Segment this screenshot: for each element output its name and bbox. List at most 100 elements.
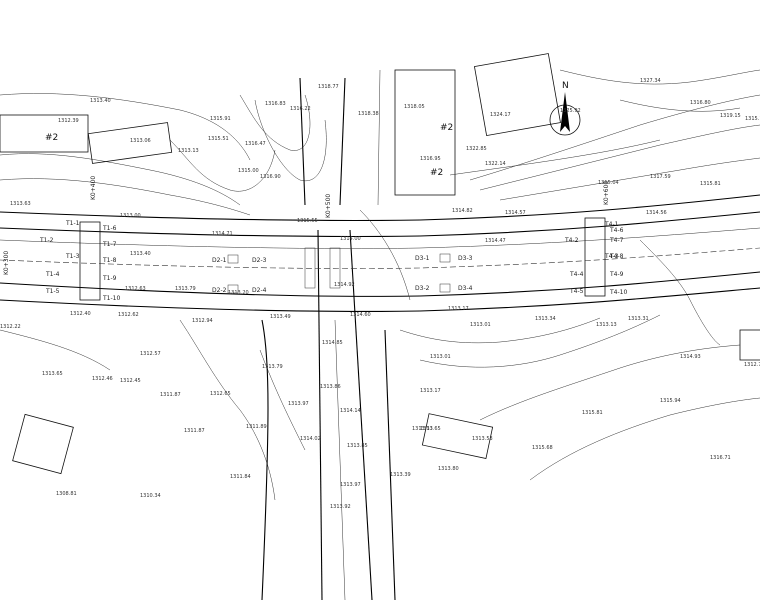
spot-elevation: 1313.20 bbox=[228, 290, 249, 296]
spot-elevation: 1313.39 bbox=[390, 472, 411, 478]
spot-elevation: 1315.00 bbox=[238, 168, 259, 174]
spot-elevation: 1318.77 bbox=[318, 84, 339, 90]
pier-label: D2-3 bbox=[252, 257, 267, 264]
spot-elevation: 1315.81 bbox=[582, 410, 603, 416]
spot-elevation: 1312.22 bbox=[0, 324, 21, 330]
buildings: #2 #2 #2 bbox=[0, 53, 760, 475]
spot-elevation: 1314.57 bbox=[505, 210, 526, 216]
spot-elevation: 1313.31 bbox=[628, 316, 649, 322]
pier-label: T4-6 bbox=[609, 227, 624, 234]
spot-elevation: 1313.17 bbox=[420, 388, 441, 394]
spot-elevation: 1313.13 bbox=[178, 148, 199, 154]
pier-label: T1-6 bbox=[102, 225, 117, 232]
spot-elevation: 1313.06 bbox=[130, 138, 151, 144]
spot-elevation: 1312.45 bbox=[120, 378, 141, 384]
spot-elevation: 1313.79 bbox=[262, 364, 283, 370]
pier-label: T4-4 bbox=[569, 271, 584, 278]
spot-elevation: 1315.91 bbox=[210, 116, 231, 122]
spot-elevation: 1312.57 bbox=[140, 351, 161, 357]
chainage-label: K0+500 bbox=[325, 194, 332, 218]
spot-elevation: 1318.38 bbox=[358, 111, 379, 117]
spot-elevation: 1310.34 bbox=[140, 493, 161, 499]
elevation-labels: 1313.40 1312.39 1313.06 1313.13 1315.91 1316.… bbox=[0, 78, 760, 510]
pier-label: T4-8 bbox=[609, 253, 624, 260]
north-label: N bbox=[562, 81, 569, 91]
spot-elevation: 1312.63 bbox=[125, 286, 146, 292]
spot-elevation: 1314.92 bbox=[334, 282, 355, 288]
spot-elevation: 1313.01 bbox=[470, 322, 491, 328]
building-label: #2 bbox=[430, 168, 443, 178]
spot-elevation: 1314.56 bbox=[646, 210, 667, 216]
chainage-label: K0+300 bbox=[3, 251, 10, 275]
spot-elevation: 1314.93 bbox=[680, 354, 701, 360]
spot-elevation: 1313.53 bbox=[472, 436, 493, 442]
spot-elevation: 1312.62 bbox=[118, 312, 139, 318]
spot-elevation: 1313.17 bbox=[448, 306, 469, 312]
spot-elevation: 1314.14 bbox=[340, 408, 361, 414]
spot-elevation: 1313.34 bbox=[535, 316, 556, 322]
pier-label: T1-8 bbox=[102, 257, 117, 264]
north-arrow: N bbox=[549, 81, 581, 136]
pier-label: D3-3 bbox=[458, 255, 473, 262]
spot-elevation: 1311.89 bbox=[246, 424, 267, 430]
spot-elevation: 1314.02 bbox=[300, 436, 321, 442]
spot-elevation: 1314.60 bbox=[350, 312, 371, 318]
spot-elevation: 1315.68 bbox=[532, 445, 553, 451]
spot-elevation: 1311.84 bbox=[230, 474, 251, 480]
pier-label: T4-9 bbox=[609, 271, 624, 278]
spot-elevation: 1319.15 bbox=[720, 113, 741, 119]
spot-elevation: 1312.46 bbox=[92, 376, 113, 382]
spot-elevation: 1316.80 bbox=[690, 100, 711, 106]
spot-elevation: 1315.51 bbox=[208, 136, 229, 142]
pier-label: T1-9 bbox=[102, 275, 117, 282]
spot-elevation: 1313.65 bbox=[42, 371, 63, 377]
ew-corridor bbox=[0, 139, 760, 312]
spot-elevation: 1314.47 bbox=[485, 238, 506, 244]
spot-elevation: 1313.33 bbox=[412, 426, 433, 432]
pier-label: T1-10 bbox=[102, 295, 120, 302]
spot-elevation: 1316.71 bbox=[710, 455, 731, 461]
pier-label: D3-1 bbox=[415, 255, 430, 262]
spot-elevation: 1312.39 bbox=[58, 118, 79, 124]
spot-elevation: 1313.92 bbox=[330, 504, 351, 510]
pier-labels: T1-1T1-2T1-3T1-4T1-5T1-6T1-7T1-8T1-9T1-1… bbox=[39, 220, 627, 302]
spot-elevation: 1312.65 bbox=[210, 391, 231, 397]
spot-elevation: 1316.90 bbox=[260, 174, 281, 180]
pier-label: T4-2 bbox=[564, 237, 579, 244]
pier-label: T1-2 bbox=[39, 237, 54, 244]
spot-elevation: 1313.63 bbox=[10, 201, 31, 207]
ns-road bbox=[261, 69, 396, 601]
spot-elevation: 1314.00 bbox=[340, 236, 361, 242]
spot-elevation: 1313.49 bbox=[270, 314, 291, 320]
spot-elevation: 1313.97 bbox=[340, 482, 361, 488]
building-label: #2 bbox=[45, 133, 58, 143]
spot-elevation: 1315.04 bbox=[598, 180, 619, 186]
pier-label: T1-3 bbox=[65, 253, 80, 260]
spot-elevation: 1313.86 bbox=[320, 384, 341, 390]
spot-elevation: 1314.85 bbox=[322, 340, 343, 346]
chainage-label: K0+400 bbox=[90, 176, 97, 200]
spot-elevation: 1315.16 bbox=[745, 116, 760, 122]
contour-lines bbox=[0, 69, 760, 501]
pier-label: D2-1 bbox=[212, 257, 227, 264]
pier-label: T1-1 bbox=[65, 220, 80, 227]
spot-elevation: 1313.40 bbox=[130, 251, 151, 257]
spot-elevation: 1327.34 bbox=[640, 78, 661, 84]
spot-elevation: 1317.59 bbox=[650, 174, 671, 180]
spot-elevation: 1313.13 bbox=[596, 322, 617, 328]
spot-elevation: 1315.94 bbox=[660, 398, 681, 404]
pier-structures bbox=[79, 217, 606, 301]
pier-label: T1-4 bbox=[45, 271, 60, 278]
pier-label: D2-2 bbox=[212, 287, 227, 294]
spot-elevation: 1312.40 bbox=[70, 311, 91, 317]
spot-elevation: 1324.17 bbox=[490, 112, 511, 118]
spot-elevation: 1313.97 bbox=[288, 401, 309, 407]
spot-elevation: 1313.01 bbox=[430, 354, 451, 360]
spot-elevation: 1314.82 bbox=[452, 208, 473, 214]
pier-label: T1-5 bbox=[45, 288, 60, 295]
spot-elevation: 1313.85 bbox=[347, 443, 368, 449]
spot-elevation: 1316.83 bbox=[265, 101, 286, 107]
spot-elevation: 1325.92 bbox=[560, 108, 581, 114]
